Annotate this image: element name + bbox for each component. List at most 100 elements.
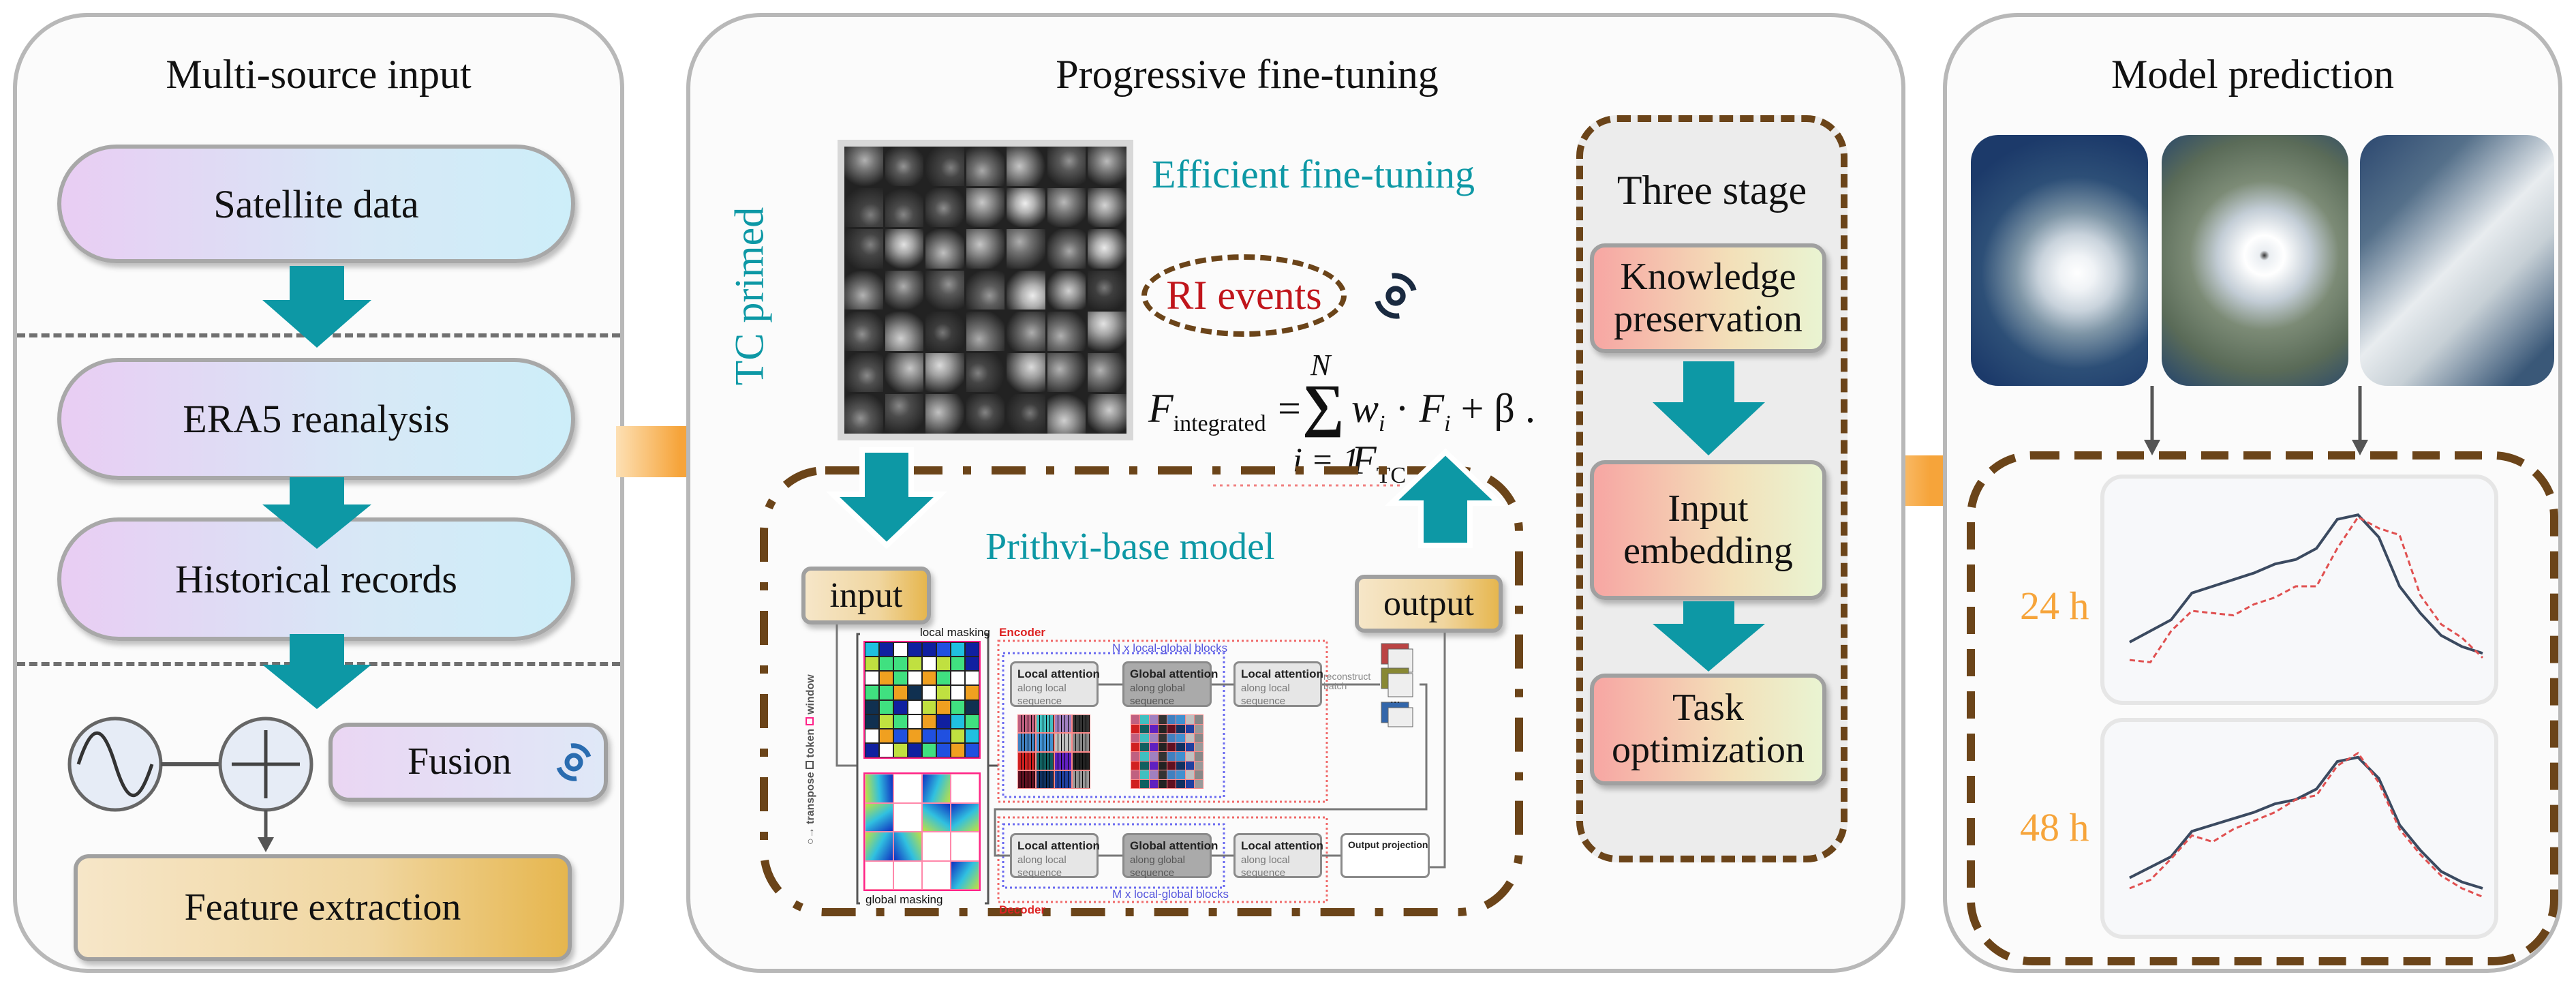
tc-image-tile	[1007, 147, 1045, 186]
tc-image-tile	[844, 187, 883, 228]
ri-events-label: RI events	[1166, 273, 1322, 318]
token-cell	[908, 642, 922, 657]
tc-image-tile	[885, 187, 924, 228]
attention-cell	[1176, 742, 1185, 751]
tc-image-tile	[844, 394, 883, 434]
tc-image-tile	[1047, 270, 1086, 310]
tc-image-tile	[925, 147, 964, 186]
token-cell	[865, 728, 879, 743]
arrow-down-icon	[262, 634, 371, 709]
token-cell	[893, 742, 908, 757]
tc-image-tile	[844, 270, 883, 310]
token-cell	[879, 714, 893, 729]
attention-cell	[1185, 752, 1194, 761]
attention-cell	[1158, 761, 1167, 770]
token-cell	[951, 742, 965, 757]
tc-image-tile	[925, 270, 964, 310]
token-cell	[965, 671, 979, 686]
token-cell	[951, 642, 965, 657]
token-cell	[936, 742, 951, 757]
tc-image-tile	[885, 312, 924, 351]
forecast-chart-24h	[2100, 475, 2498, 705]
tc-image-tile	[885, 229, 924, 269]
token-cell	[908, 671, 922, 686]
attention-cell	[1054, 752, 1072, 770]
ri-events-ellipse: RI events	[1141, 254, 1347, 337]
attention-cell	[1158, 724, 1167, 733]
attention-cell	[1176, 761, 1185, 770]
typhoon-icon	[556, 743, 592, 781]
stage-input-embedding: Input embedding	[1590, 460, 1826, 600]
token-cell	[936, 728, 951, 743]
token-cell	[936, 699, 951, 714]
token-cell	[908, 714, 922, 729]
attention-cell	[1185, 779, 1194, 788]
token-cell	[936, 671, 951, 686]
attention-cell	[1194, 715, 1203, 724]
token-cell	[893, 657, 908, 672]
token-cell	[936, 642, 951, 657]
attention-cell	[1176, 752, 1185, 761]
tc-image-tile	[1007, 187, 1045, 228]
attention-cell	[1149, 715, 1158, 724]
m-blocks-label: M x local-global blocks	[1112, 888, 1229, 901]
formula-sum-top: N	[1310, 348, 1331, 382]
token-cell	[965, 742, 979, 757]
token-cell	[879, 685, 893, 700]
window-cell	[922, 832, 951, 861]
tc-image-tile	[1088, 394, 1126, 434]
attention-cell	[1167, 715, 1176, 724]
output-box: output	[1355, 575, 1503, 633]
attention-cell	[1073, 770, 1090, 788]
attention-cell	[1167, 761, 1176, 770]
satellite-image-3	[2360, 135, 2554, 386]
tc-image-tile	[844, 312, 883, 351]
token-cell	[922, 671, 936, 686]
tc-image-tile	[885, 352, 924, 393]
tc-image-tile	[1007, 312, 1045, 351]
tc-image-tile	[1047, 352, 1086, 393]
window-cell	[951, 860, 979, 890]
panel-title-finetune: Progressive fine-tuning	[1056, 52, 1439, 97]
tc-image-tile	[885, 147, 924, 186]
tc-image-tile	[844, 229, 883, 269]
encoder-label: Encoder	[999, 626, 1046, 639]
tc-image-tile	[1047, 147, 1086, 186]
token-cell	[908, 699, 922, 714]
local-attention-grid	[1017, 714, 1090, 789]
attention-cell	[1194, 770, 1203, 779]
satellite-data-node: Satellite data	[57, 145, 575, 263]
window-cell	[865, 774, 893, 803]
attention-cell	[1185, 770, 1194, 779]
token-cell	[865, 657, 879, 672]
tc-image-tile	[925, 394, 964, 434]
label-48h: 48 h	[2020, 805, 2089, 849]
tc-image-tile	[1088, 187, 1126, 228]
tc-image-tile	[925, 312, 964, 351]
attention-cell	[1194, 761, 1203, 770]
attention-cell	[1131, 742, 1140, 751]
token-cell	[922, 699, 936, 714]
tc-image-tile	[1088, 147, 1126, 186]
attention-cell	[1140, 715, 1149, 724]
attention-cell	[1073, 752, 1090, 770]
panel-title-input: Multi-source input	[166, 52, 472, 97]
n-blocks-label: N x local-global blocks	[1112, 642, 1228, 654]
attention-cell	[1185, 742, 1194, 751]
tc-image-tile	[1047, 312, 1086, 351]
attention-cell	[1149, 770, 1158, 779]
tc-image-tile	[844, 147, 883, 186]
token-cell	[951, 657, 965, 672]
attention-cell	[1167, 752, 1176, 761]
tc-image-tile	[1007, 270, 1045, 310]
attention-cell	[1158, 734, 1167, 742]
token-cell	[908, 728, 922, 743]
window-cell	[893, 860, 922, 890]
tc-image-tile	[925, 187, 964, 228]
satellite-image-2	[2162, 135, 2348, 386]
